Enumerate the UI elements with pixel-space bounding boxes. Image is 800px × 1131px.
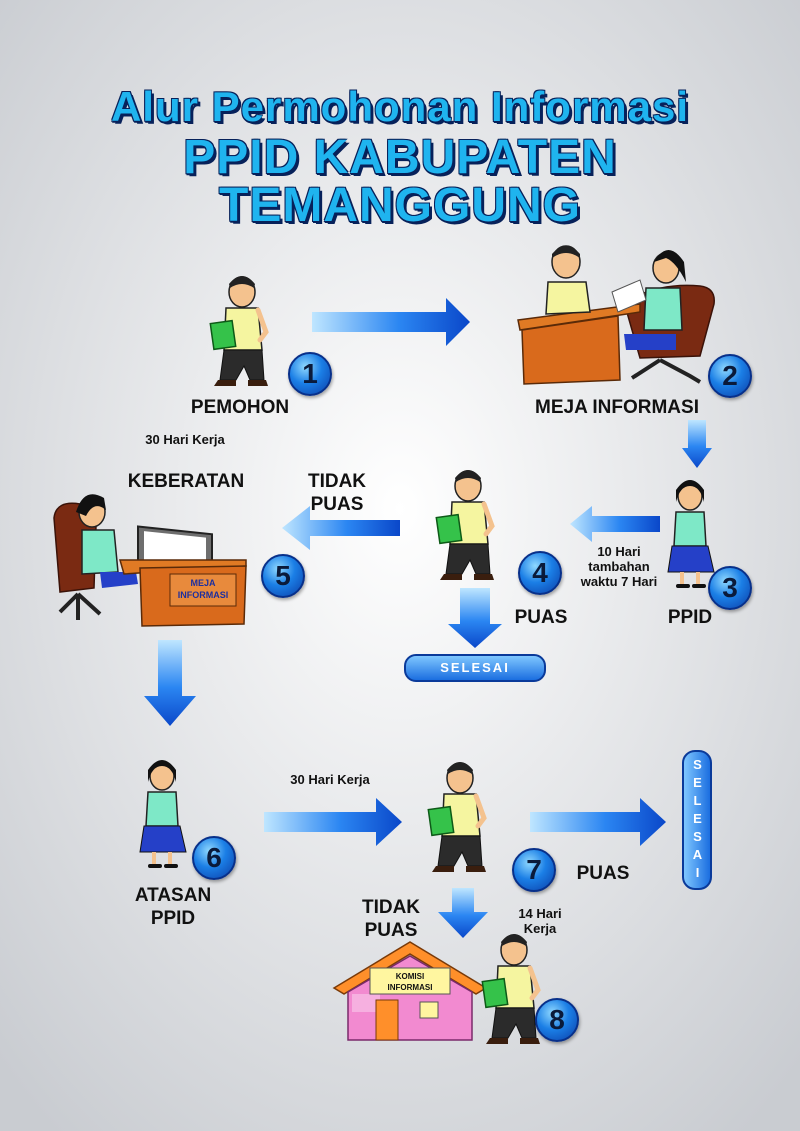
note-ppid-time: 10 Hari tambahan waktu 7 Hari bbox=[580, 544, 658, 589]
note-komisi-time: 14 Hari Kerja bbox=[518, 906, 562, 936]
step-badge-4: 4 bbox=[518, 551, 562, 595]
arrow-4-to-5 bbox=[282, 506, 400, 550]
label-puas-4: PUAS bbox=[514, 607, 568, 628]
house-sign-line1: KOMISI bbox=[396, 972, 424, 981]
step-badge-8: 8 bbox=[535, 998, 579, 1042]
selesai-badge-horizontal: SELESAI bbox=[404, 654, 546, 682]
step-badge-6: 6 bbox=[192, 836, 236, 880]
arrow-3-to-4 bbox=[570, 506, 660, 542]
selesai-badge-vertical: SELESAI bbox=[682, 750, 712, 890]
label-puas-7: PUAS bbox=[576, 863, 630, 884]
label-ppid: PPID bbox=[667, 607, 713, 628]
desk-sign-line2: INFORMASI bbox=[178, 590, 229, 600]
label-meja-informasi: MEJA INFORMASI bbox=[535, 397, 699, 418]
note-atasan-time: 30 Hari Kerja bbox=[290, 772, 370, 787]
arrow-5-to-6 bbox=[144, 640, 196, 726]
label-keberatan: KEBERATAN bbox=[127, 471, 245, 492]
step-badge-5: 5 bbox=[261, 554, 305, 598]
step-badge-3: 3 bbox=[708, 566, 752, 610]
note-tidak-puas-2: TIDAK PUAS bbox=[361, 897, 421, 941]
title-line-1: Alur Permohonan Informasi bbox=[110, 83, 690, 130]
note-keberatan-time: 30 Hari Kerja bbox=[145, 432, 225, 447]
arrow-7-to-8 bbox=[438, 888, 488, 938]
title-line-2: PPID KABUPATEN TEMANGGUNG bbox=[183, 131, 617, 232]
objection-desk-scene: MEJA INFORMASI bbox=[53, 494, 247, 627]
information-desk-scene bbox=[517, 245, 715, 385]
step-badge-2: 2 bbox=[708, 354, 752, 398]
arrow-6-to-7 bbox=[264, 798, 402, 846]
step-badge-7: 7 bbox=[512, 848, 556, 892]
note-tidak-puas-1: TIDAK PUAS bbox=[307, 471, 367, 515]
label-pemohon: PEMOHON bbox=[190, 397, 290, 418]
arrow-1-to-2 bbox=[312, 298, 470, 346]
desk-sign-line1: MEJA bbox=[190, 578, 216, 588]
house-sign-line2: INFORMASI bbox=[388, 983, 433, 992]
arrow-7-to-selesai bbox=[530, 798, 666, 846]
label-atasan-ppid: ATASAN PPID bbox=[134, 885, 212, 929]
arrow-2-to-3 bbox=[682, 420, 712, 468]
information-commission-house: KOMISI INFORMASI bbox=[332, 941, 488, 1041]
step-badge-1: 1 bbox=[288, 352, 332, 396]
arrow-4-to-selesai bbox=[448, 588, 502, 648]
